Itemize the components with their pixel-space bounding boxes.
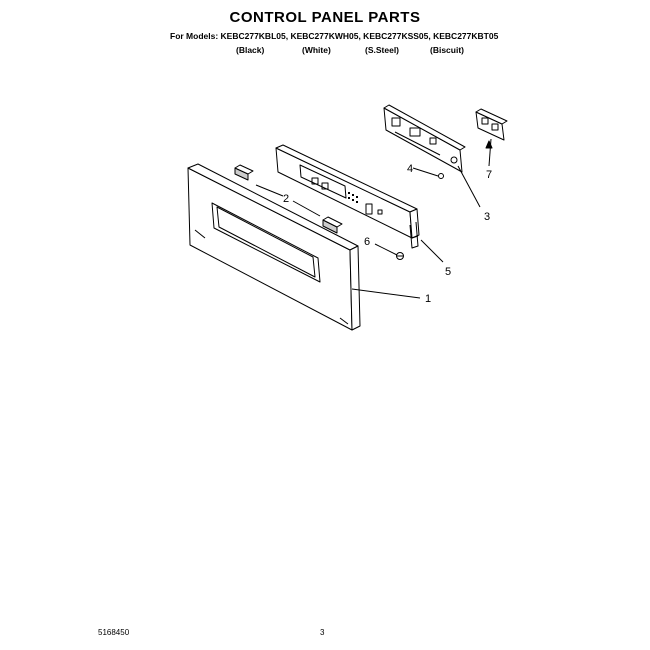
page-number: 3: [320, 628, 325, 637]
color-biscuit: (Biscuit): [430, 45, 464, 55]
models-line: For Models: KEBC277KBL05, KEBC277KWH05, …: [170, 31, 499, 41]
page-title: CONTROL PANEL PARTS: [229, 9, 421, 26]
callout-7: 7: [486, 169, 492, 181]
color-white: (White): [302, 45, 331, 55]
callout-1: 1: [425, 293, 431, 305]
color-black: (Black): [236, 45, 265, 55]
doc-number: 5168450: [98, 628, 130, 637]
callout-2: 2: [283, 193, 289, 205]
screw-6: [396, 252, 404, 260]
leader-lines: [255, 138, 493, 299]
callout-6: 6: [364, 236, 370, 248]
callout-5: 5: [445, 266, 451, 278]
screw-4: [438, 173, 444, 179]
clip-upper: [234, 164, 254, 181]
callout-4: 4: [407, 163, 413, 175]
color-steel: (S.Steel): [365, 45, 400, 55]
clip-lower: [322, 216, 343, 234]
control-panel-housing: [275, 144, 420, 239]
callout-3: 3: [484, 211, 490, 223]
bracket: [409, 221, 419, 249]
front-trim-panel: [187, 163, 361, 331]
control-board: [383, 104, 466, 173]
relay-module: [475, 108, 508, 141]
